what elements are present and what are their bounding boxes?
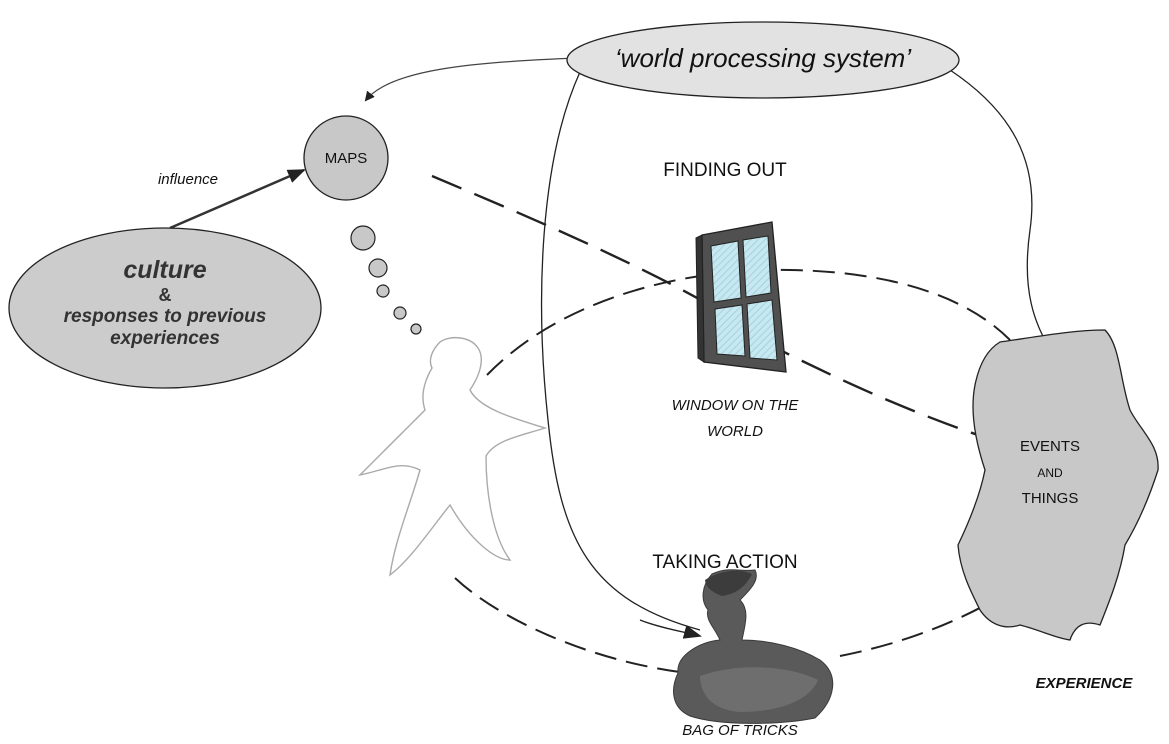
things-label: THINGS [1021, 490, 1079, 507]
culture-sub-line2: experiences [110, 328, 220, 349]
experience-cycle-dashed-top [486, 268, 1011, 376]
window-caption: WINDOW ON THE WORLD [640, 393, 830, 445]
experience-label: EXPERIENCE [1035, 675, 1133, 692]
thought-bubble-1 [350, 225, 376, 251]
window-caption-line1: WINDOW ON THE [671, 397, 799, 414]
person-figure [357, 336, 548, 577]
taking-action-label: TAKING ACTION [652, 552, 798, 573]
bag-of-tricks-icon [673, 569, 834, 724]
influence-label: influence [157, 171, 219, 188]
events-label: EVENTS [1019, 438, 1080, 455]
thought-bubble-2 [368, 258, 388, 278]
window-caption-line2: WORLD [707, 423, 763, 440]
events-and-things-label: EVENTS AND THINGS [1000, 434, 1100, 512]
culture-ampersand: & [158, 285, 172, 305]
culture-ellipse [8, 227, 322, 389]
experience-cycle-dashed-bottom [454, 577, 681, 673]
thought-bubble-5 [410, 323, 422, 335]
culture-sub-line1: responses to previous [63, 306, 267, 327]
world-processing-loop-right [949, 69, 1051, 351]
and-label: AND [1037, 466, 1063, 480]
thought-bubble-4 [393, 306, 407, 320]
events-and-things-blob [957, 329, 1159, 641]
bag-of-tricks-label: BAG OF TRICKS [682, 722, 798, 739]
influence-arrow [169, 168, 306, 230]
world-processing-system-ellipse [566, 21, 960, 99]
maps-circle [303, 115, 389, 201]
wps-to-maps-arrow [364, 57, 579, 102]
culture-label-group: culture & responses to previous experien… [15, 256, 315, 350]
maps-label: MAPS [324, 150, 368, 167]
thought-bubble-3 [376, 284, 390, 298]
world-processing-loop [540, 71, 701, 631]
window-icon [695, 221, 787, 373]
world-processing-system-label: ‘world processing system’ [614, 43, 912, 73]
culture-title: culture [123, 256, 207, 284]
finding-out-label: FINDING OUT [663, 160, 787, 181]
loop-to-bag-arrow [639, 619, 702, 639]
